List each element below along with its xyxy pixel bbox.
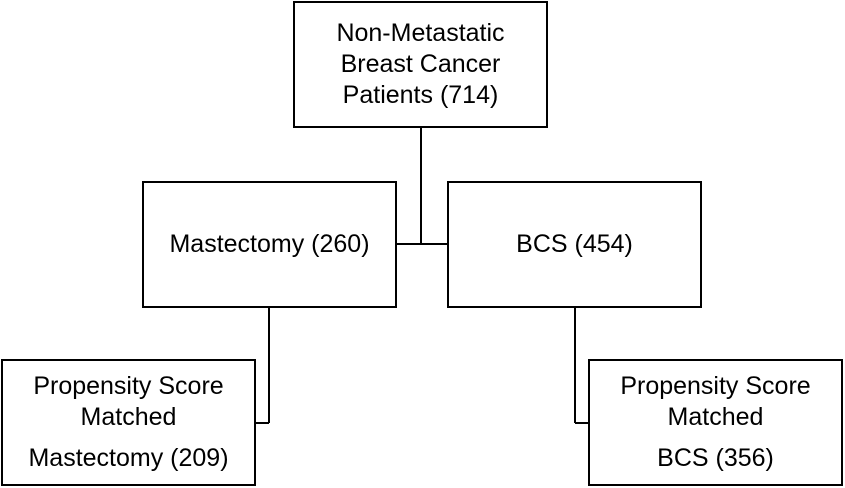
node-matched-bcs-line-3: BCS (356) (657, 444, 774, 472)
node-matched-mastectomy-line-1: Propensity Score (33, 372, 224, 400)
node-matched-bcs: Propensity Score Matched BCS (356) (588, 359, 843, 486)
node-root-line-3: Patients (714) (342, 81, 499, 109)
node-matched-bcs-line-1: Propensity Score (620, 372, 811, 400)
node-mastectomy: Mastectomy (260) (142, 181, 397, 308)
node-matched-mastectomy-line-3: Mastectomy (209) (28, 444, 229, 472)
node-root-line-2: Breast Cancer (340, 50, 501, 78)
node-root-patients: Non-Metastatic Breast Cancer Patients (7… (293, 1, 548, 128)
node-bcs-label: BCS (454) (516, 230, 633, 258)
node-matched-mastectomy-line-2: Matched (80, 403, 177, 431)
node-bcs: BCS (454) (447, 181, 702, 308)
node-root-line-1: Non-Metastatic (336, 19, 505, 47)
node-matched-bcs-line-2: Matched (667, 403, 764, 431)
node-mastectomy-label: Mastectomy (260) (169, 230, 370, 258)
node-matched-mastectomy: Propensity Score Matched Mastectomy (209… (1, 359, 256, 486)
